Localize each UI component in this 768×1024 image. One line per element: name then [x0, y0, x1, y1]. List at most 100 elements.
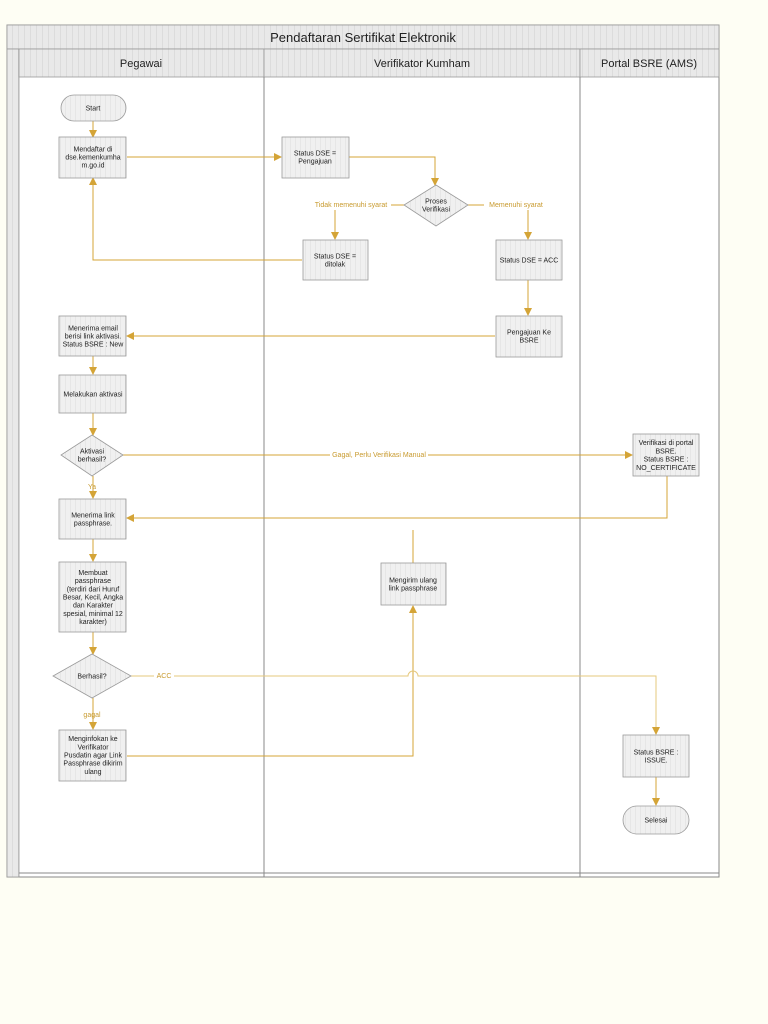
- menerima-link-label: Menerima link passphrase.: [71, 512, 115, 527]
- node-label-line: Mengirim ulang: [389, 577, 437, 584]
- node-label-line: karakter): [79, 619, 107, 626]
- node-label-line: Membuat: [78, 570, 107, 577]
- aktivasi-berhasil-decision: [60, 434, 124, 477]
- node-label-line: NO_CERTIFICATE: [636, 465, 696, 472]
- node-label-line: Pusdatin agar Link: [64, 753, 122, 760]
- lane-header-portal: [579, 48, 720, 78]
- status-issue-label: Status BSRE : ISSUE.: [634, 749, 679, 764]
- node-label-line: Status DSE =: [294, 150, 336, 157]
- diagram-title: Pendaftaran Sertifikat Elektronik: [270, 30, 456, 45]
- node-label-line: BSRE.: [655, 448, 676, 455]
- node-label-line: (terdiri dari Huruf: [67, 586, 120, 593]
- melakukan-aktivasi-label: Melakukan aktivasi: [63, 392, 123, 399]
- node-label-line: ulang: [84, 769, 101, 776]
- status-pengajuan-process: [281, 136, 350, 179]
- node-label-line: dse.kemenkumha: [65, 155, 120, 162]
- node-label-line: Pengajuan: [298, 159, 332, 166]
- pengajuan-bsre-process: [495, 315, 563, 358]
- edge-label-acc: ACC: [157, 673, 172, 680]
- status-ditolak-process: [302, 239, 369, 281]
- node-label-line: passphrase: [75, 578, 111, 585]
- lane-title-portal: Portal BSRE (AMS): [601, 58, 697, 70]
- lane-header-pegawai: [18, 48, 265, 78]
- connector: [349, 156, 439, 186]
- node-label-line: Status DSE = ACC: [500, 258, 559, 265]
- node-label-line: spesial, minimal 12: [63, 611, 123, 618]
- label-bg: [484, 198, 548, 210]
- label-bg: [330, 448, 428, 460]
- selesai-label: Selesai: [645, 818, 668, 825]
- node-label-line: Verifikator: [77, 744, 109, 751]
- edge-label-memenuhi: Memenuhi syarat: [489, 202, 543, 209]
- verifikasi-portal-process: [632, 433, 700, 477]
- start-label: Start: [86, 106, 101, 113]
- status-ditolak-label: Status DSE = ditolak: [314, 253, 356, 268]
- berhasil-label: Berhasil?: [77, 674, 106, 681]
- label-bg: [154, 670, 174, 681]
- node-label-line: Start: [86, 106, 101, 113]
- node-label-line: Menginfokan ke: [68, 736, 118, 743]
- berhasil-decision: [52, 653, 132, 699]
- node-label-line: berhasil?: [78, 457, 107, 464]
- lane-title-verifikator: Verifikator Kumham: [374, 58, 470, 70]
- pool-side-strip: [6, 48, 20, 878]
- node-label-line: link passphrase: [389, 586, 438, 593]
- start-terminator: [60, 94, 127, 122]
- mengirim-ulang-process: [380, 562, 447, 606]
- menerima-link-process: [58, 498, 127, 540]
- status-acc-label: Status DSE = ACC: [500, 258, 559, 265]
- connector: [89, 177, 302, 261]
- edge-label-gagal-manual: Gagal, Perlu Verifikasi Manual: [332, 452, 426, 459]
- edge-label-ya: Ya: [88, 484, 96, 491]
- edge-label-tidak-memenuhi: Tidak memenuhi syarat: [315, 202, 388, 209]
- edge-label-gagal: gagal: [83, 712, 101, 719]
- node-label-line: ISSUE.: [645, 758, 668, 765]
- connector: [126, 476, 668, 522]
- label-bg: [311, 198, 391, 210]
- membuat-passphrase-process: [58, 561, 127, 633]
- node-label-line: Status BSRE :: [634, 749, 679, 756]
- node-label-line: Status BSRE :: [644, 457, 689, 464]
- lane-header-verifikator: [263, 48, 581, 78]
- node-label-line: Melakukan aktivasi: [63, 392, 123, 399]
- node-label-line: Status BSRE : New: [63, 342, 125, 349]
- selesai-terminator: [622, 805, 690, 835]
- node-label-line: Verifikasi di portal: [639, 440, 694, 447]
- node-label-line: Proses: [425, 198, 447, 205]
- node-label-line: Berhasil?: [77, 674, 106, 681]
- melakukan-aktivasi-process: [58, 374, 127, 414]
- mengirim-ulang-label: Mengirim ulang link passphrase: [389, 577, 438, 592]
- node-label-line: Menerima email: [68, 325, 118, 332]
- node-label-line: BSRE: [519, 338, 538, 345]
- lane-title-pegawai: Pegawai: [120, 58, 162, 70]
- node-label-line: Verifikasi: [422, 207, 450, 214]
- title-bar: [6, 24, 720, 50]
- node-label-line: Status DSE =: [314, 253, 356, 260]
- menerima-email-process: [58, 315, 127, 357]
- connector: [127, 605, 417, 757]
- node-label-line: Pengajuan Ke: [507, 329, 551, 336]
- menginfokan-process: [58, 729, 127, 782]
- mendaftar-process: [58, 136, 127, 179]
- proses-verifikasi-decision: [403, 184, 469, 227]
- status-issue-process: [622, 734, 690, 778]
- status-pengajuan-label: Status DSE = Pengajuan: [294, 150, 336, 165]
- node-label-line: Menerima link: [71, 512, 115, 519]
- node-label-line: Selesai: [645, 818, 668, 825]
- connector: [131, 670, 660, 735]
- pengajuan-bsre-label: Pengajuan Ke BSRE: [507, 329, 551, 344]
- node-label-line: Besar, Kecil, Angka: [63, 595, 123, 602]
- node-label-line: m.go.id: [82, 163, 105, 170]
- node-label-line: berisi link aktivasi.: [65, 334, 121, 341]
- node-label-line: passphrase.: [74, 521, 112, 528]
- node-label-line: ditolak: [325, 262, 346, 269]
- menerima-email-label: Menerima email berisi link aktivasi.Statu…: [63, 325, 125, 348]
